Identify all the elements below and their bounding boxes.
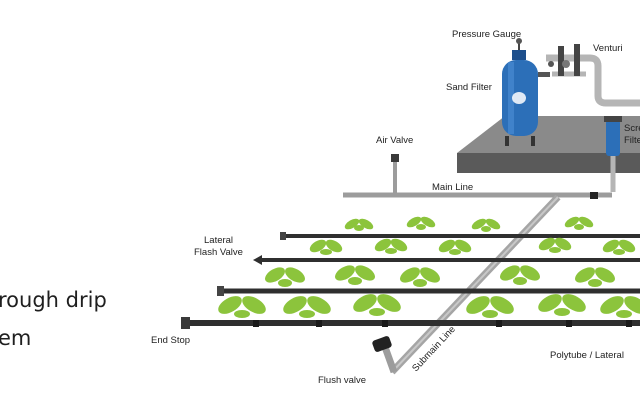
label-end-stop: End Stop — [151, 335, 190, 346]
label-air-valve: Air Valve — [376, 135, 413, 146]
plant — [600, 296, 640, 318]
plant — [602, 239, 636, 255]
lateral-pipes — [181, 232, 640, 329]
plant — [538, 294, 586, 316]
plant — [218, 296, 266, 318]
plant — [335, 265, 375, 285]
label-polytube-lateral: Polytube / Lateral — [550, 350, 624, 361]
plant — [438, 239, 472, 255]
plant — [265, 267, 305, 287]
intro-text-line2: em — [0, 326, 31, 350]
plant — [283, 296, 331, 318]
lateral-row-2 — [253, 255, 640, 265]
supply-pipe — [546, 54, 640, 107]
intro-text-line1: rough drip — [0, 288, 107, 312]
label-screen-filter-1: Scre — [624, 123, 640, 134]
plant — [400, 267, 440, 287]
lateral-row-4 — [181, 317, 640, 329]
plant — [471, 218, 501, 232]
label-lateral-flash-valve-1: Lateral — [204, 235, 233, 246]
plant — [406, 216, 436, 230]
plant — [538, 237, 572, 253]
main-line-pipe — [343, 192, 612, 199]
label-lateral-flash-valve-2: Flash Valve — [194, 247, 243, 258]
plant — [344, 218, 374, 231]
label-main-line: Main Line — [432, 182, 473, 193]
plant — [564, 216, 594, 230]
screen-filter — [604, 116, 622, 192]
lateral-row-1 — [280, 232, 640, 240]
label-screen-filter-2: Filte — [624, 135, 640, 146]
label-sand-filter: Sand Filter — [446, 82, 492, 93]
label-pressure-gauge: Pressure Gauge — [452, 29, 521, 40]
venturi-assembly — [548, 44, 580, 76]
plant — [500, 265, 540, 285]
plant — [575, 267, 615, 287]
flush-valve — [372, 336, 398, 374]
label-venturi: Venturi — [593, 43, 623, 54]
label-flush-valve: Flush valve — [318, 375, 366, 386]
plant — [309, 239, 343, 255]
plant — [353, 294, 401, 316]
lateral-row-3 — [217, 286, 640, 296]
submain-line-pipe — [389, 194, 561, 375]
sand-filter-tank — [502, 50, 550, 146]
plant — [466, 296, 514, 318]
air-valve — [391, 154, 399, 194]
pressure-gauge-icon — [516, 38, 522, 50]
plant — [374, 238, 408, 254]
drippers — [253, 320, 632, 327]
plants — [218, 216, 640, 318]
